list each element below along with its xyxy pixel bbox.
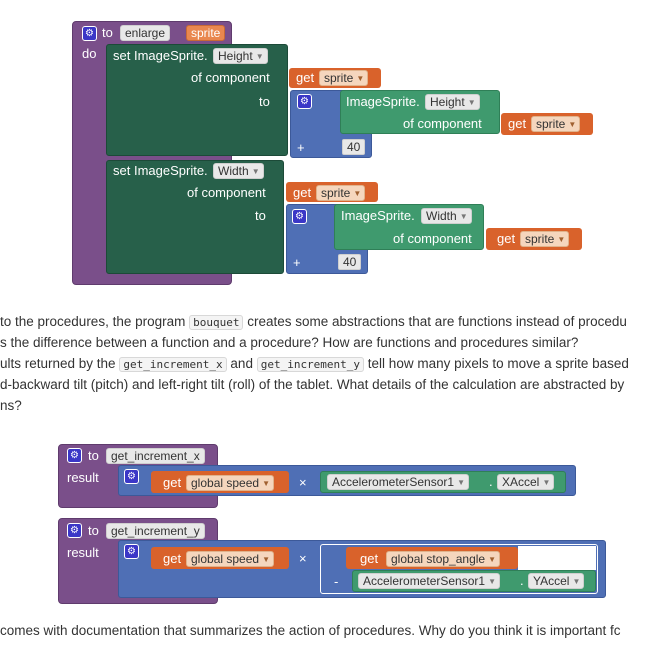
paragraph-line-4: d-backward tilt (pitch) and left-right t… <box>0 377 625 392</box>
number-40[interactable]: 40 <box>338 254 362 270</box>
multiply-operator: × <box>299 551 307 566</box>
result-label: result <box>67 545 99 560</box>
paragraph-line-3: ults returned by the get_increment_x and… <box>0 354 629 375</box>
result-label: result <box>67 470 99 485</box>
component-property-dropdown[interactable]: Width▼ <box>421 208 472 224</box>
text-segment: ults returned by the <box>0 356 120 371</box>
set-height-label: set ImageSprite. <box>113 48 208 63</box>
sensor-property-dropdown[interactable]: YAccel▼ <box>528 573 585 589</box>
mutator-gear-icon[interactable]: ⚙ <box>67 523 82 538</box>
paragraph-line-5: ns? <box>0 398 22 413</box>
code-bouquet: bouquet <box>189 315 244 330</box>
sensor-property-dropdown[interactable]: XAccel▼ <box>497 474 555 490</box>
mutator-gear-icon[interactable]: ⚙ <box>292 209 307 224</box>
paragraph-bottom: comes with documentation that summarizes… <box>0 623 621 638</box>
plus-operator: + <box>297 140 305 155</box>
get-keyword: get <box>163 475 182 490</box>
component-property-dropdown[interactable]: Height▼ <box>425 94 480 110</box>
to-keyword: to <box>88 523 99 538</box>
variable-dropdown[interactable]: sprite▼ <box>520 231 570 247</box>
text-segment: and <box>226 356 257 371</box>
procedure-name-field[interactable]: get_increment_x <box>106 448 205 464</box>
get-keyword: get <box>360 551 379 566</box>
sensor-component-dropdown[interactable]: AccelerometerSensor1▼ <box>358 573 501 589</box>
of-component-label: of component <box>187 185 266 200</box>
mutator-gear-icon[interactable]: ⚙ <box>67 448 82 463</box>
variable-dropdown[interactable]: global speed▼ <box>186 551 275 567</box>
of-component-label: of component <box>403 116 482 131</box>
variable-dropdown[interactable]: sprite▼ <box>319 70 369 86</box>
to-label: to <box>255 208 266 223</box>
dot-separator: . <box>489 474 493 489</box>
procedure-name-field[interactable]: enlarge <box>120 25 171 41</box>
height-property-dropdown[interactable]: Height▼ <box>213 48 268 64</box>
of-component-label: of component <box>393 231 472 246</box>
component-label: ImageSprite. <box>346 94 420 109</box>
mutator-gear-icon[interactable]: ⚙ <box>124 469 139 484</box>
component-label: ImageSprite. <box>341 208 415 223</box>
width-property-dropdown[interactable]: Width▼ <box>213 163 264 179</box>
get-keyword: get <box>293 185 312 200</box>
paragraph-line-2: s the difference between a function and … <box>0 335 579 350</box>
to-keyword: to <box>88 448 99 463</box>
parameter-sprite[interactable]: sprite <box>186 25 226 41</box>
set-width-label: set ImageSprite. <box>113 163 208 178</box>
get-keyword: get <box>508 116 527 131</box>
plus-operator: + <box>293 255 301 270</box>
variable-dropdown[interactable]: sprite▼ <box>531 116 581 132</box>
variable-dropdown[interactable]: sprite▼ <box>316 185 366 201</box>
sensor-component-dropdown[interactable]: AccelerometerSensor1▼ <box>327 474 470 490</box>
number-40[interactable]: 40 <box>342 139 366 155</box>
mutator-gear-icon[interactable]: ⚙ <box>124 544 139 559</box>
code-get-increment-y: get_increment_y <box>256 357 365 372</box>
mutator-gear-icon[interactable]: ⚙ <box>297 94 312 109</box>
to-keyword: to <box>102 25 113 40</box>
to-label: to <box>259 94 270 109</box>
get-keyword: get <box>163 551 182 566</box>
code-get-increment-x: get_increment_x <box>119 357 227 372</box>
paragraph-line-1: to the procedures, the program bouquet c… <box>0 312 627 333</box>
do-keyword: do <box>82 46 97 61</box>
text-segment: to the procedures, the program <box>0 314 190 329</box>
empty-socket <box>518 546 596 570</box>
text-segment: creates some abstractions that are funct… <box>243 314 627 329</box>
get-keyword: get <box>497 231 516 246</box>
variable-dropdown[interactable]: global stop_angle▼ <box>386 551 501 567</box>
variable-dropdown[interactable]: global speed▼ <box>186 475 275 491</box>
minus-operator: - <box>334 574 339 589</box>
mutator-gear-icon[interactable]: ⚙ <box>82 26 97 41</box>
of-component-label: of component <box>191 70 270 85</box>
dot-separator: . <box>520 573 524 588</box>
procedure-name-field[interactable]: get_increment_y <box>106 523 205 539</box>
multiply-operator: × <box>299 475 307 490</box>
get-keyword: get <box>296 70 315 85</box>
text-segment: tell how many pixels to move a sprite ba… <box>364 356 629 371</box>
set-width-block[interactable] <box>106 160 284 274</box>
